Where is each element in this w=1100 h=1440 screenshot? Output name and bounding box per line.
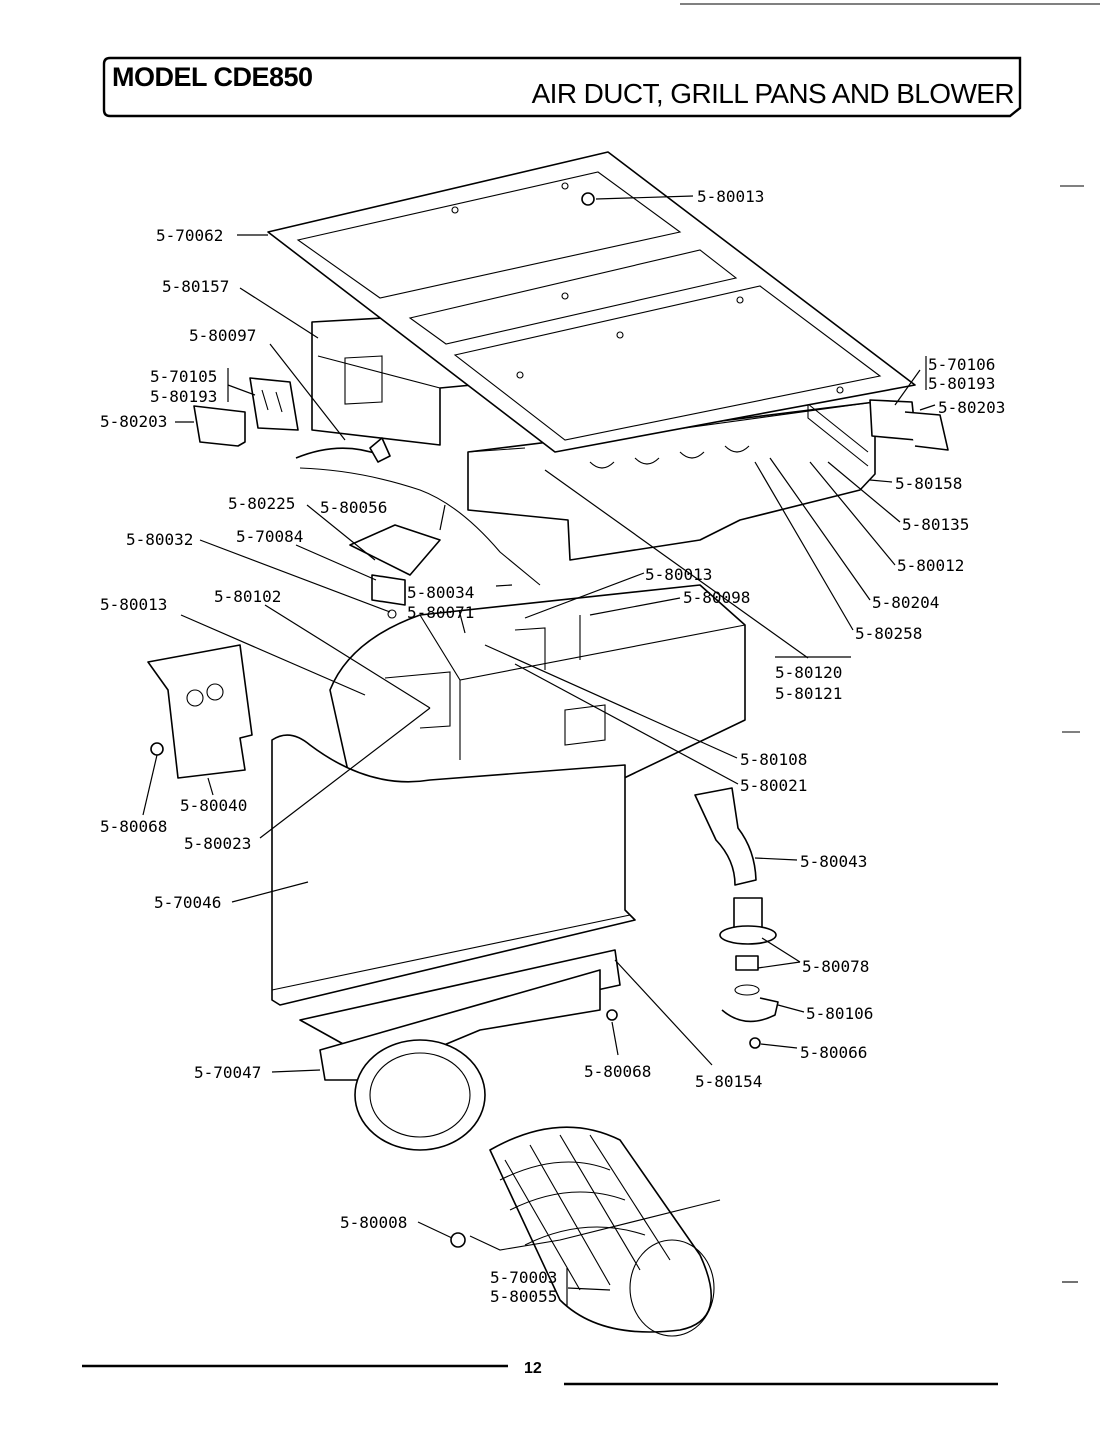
access-cover-plate	[147, 644, 253, 779]
part-label: 5-80203	[938, 398, 1005, 417]
part-label: 5-80012	[897, 556, 964, 575]
model-number: MODEL CDE850	[112, 62, 313, 92]
drip-hose	[295, 447, 381, 459]
base-screw	[606, 1009, 618, 1021]
part-label: 5-80078	[802, 957, 869, 976]
left-bracket	[249, 377, 299, 431]
part-label: 5-80106	[806, 1004, 873, 1023]
part-label: 5-80120	[775, 663, 842, 682]
part-label: 5-80108	[740, 750, 807, 769]
part-label: 5-80032	[126, 530, 193, 549]
air-duct-panel	[271, 734, 636, 1006]
part-label: 5-70003	[490, 1268, 557, 1287]
part-label: 5-80157	[162, 277, 229, 296]
part-label: 5-80102	[214, 587, 281, 606]
part-label: 5-80154	[695, 1072, 762, 1091]
part-label: 5-80013	[697, 187, 764, 206]
left-support-clip	[193, 405, 246, 447]
part-label: 5-70047	[194, 1063, 261, 1082]
part-label: 5-80021	[740, 776, 807, 795]
wheel-set-screw	[450, 1232, 466, 1248]
part-label: 5-80013	[100, 595, 167, 614]
part-label: 5-70046	[154, 893, 221, 912]
frame-screw	[581, 192, 595, 206]
part-label: 5-70105	[150, 367, 217, 386]
motor-screw	[749, 1037, 761, 1049]
header-frame	[102, 56, 1022, 118]
part-label: 5-80055	[490, 1287, 557, 1306]
leader-lines	[142, 195, 936, 1306]
part-label: 5-70062	[156, 226, 223, 245]
part-label: 5-80203	[100, 412, 167, 431]
part-label: 5-80193	[928, 374, 995, 393]
cover-screw	[150, 742, 164, 756]
part-label: 5-80008	[340, 1213, 407, 1232]
part-label: 5-80135	[902, 515, 969, 534]
part-label: 5-80258	[855, 624, 922, 643]
part-label: 5-80158	[895, 474, 962, 493]
blower-wheel	[469, 1126, 721, 1337]
drain-tube	[299, 467, 541, 586]
right-bracket	[869, 399, 949, 451]
part-label: 5-80013	[645, 565, 712, 584]
part-label: 5-80043	[800, 852, 867, 871]
part-label: 5-80097	[189, 326, 256, 345]
air-duct-frame	[267, 151, 916, 453]
part-label: 5-80068	[584, 1062, 651, 1081]
part-label: 5-80204	[872, 593, 939, 612]
blower-base	[299, 949, 621, 1151]
control-switch-assembly	[349, 524, 441, 619]
part-label: 5-80068	[100, 817, 167, 836]
page-number: 12	[524, 1360, 542, 1377]
part-label: 5-80193	[150, 387, 217, 406]
part-label: 5-80225	[228, 494, 295, 513]
part-label: 5-80040	[180, 796, 247, 815]
drain-elbow	[694, 787, 757, 886]
part-label: 5-80034	[407, 583, 474, 602]
part-label: 5-80121	[775, 684, 842, 703]
part-label: 5-70084	[236, 527, 303, 546]
part-label: 5-80056	[320, 498, 387, 517]
part-label: 5-80023	[184, 834, 251, 853]
part-label: 5-80071	[407, 603, 474, 622]
motor-mount	[719, 897, 779, 1023]
blower-housing	[329, 584, 746, 796]
page-title: AIR DUCT, GRILL PANS AND BLOWER	[531, 78, 1015, 109]
part-label: 5-80098	[683, 588, 750, 607]
part-label: 5-80066	[800, 1043, 867, 1062]
part-label: 5-70106	[928, 355, 995, 374]
